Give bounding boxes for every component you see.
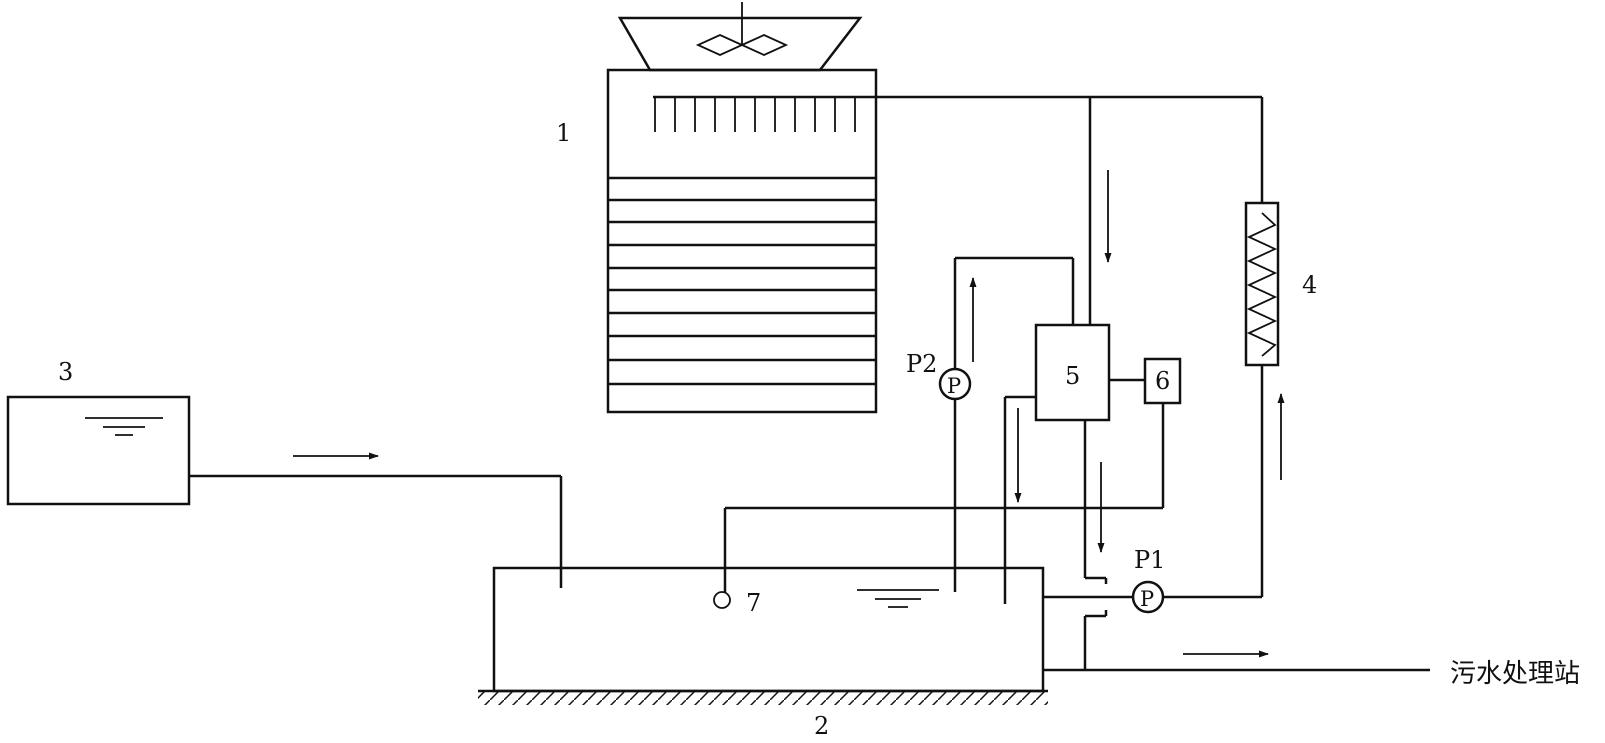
label-sensor-7: 7 — [746, 589, 761, 617]
label-unit-6: 6 — [1155, 367, 1170, 395]
label-sewage-station: 污水处理站 — [1450, 659, 1580, 689]
water-level-icon — [857, 589, 939, 608]
coil-icon — [1246, 212, 1278, 357]
water-tank — [478, 566, 1048, 705]
sensor-7 — [713, 591, 731, 609]
pump-p1-symbol: P — [1140, 587, 1154, 611]
ground-hatch-icon — [478, 691, 1048, 705]
pump-p2: P — [938, 367, 972, 401]
spray-nozzles — [653, 95, 876, 132]
flow-arrows — [293, 170, 1285, 658]
label-pump-p1: P1 — [1134, 546, 1165, 574]
makeup-tank — [6, 395, 191, 506]
label-makeup-tank: 3 — [58, 358, 73, 386]
pump-icon — [1131, 580, 1165, 614]
heat-exchanger — [1244, 201, 1280, 367]
tower-body — [606, 68, 878, 414]
pump-icon — [938, 367, 972, 401]
fan-icon — [695, 2, 789, 56]
water-level-icon — [85, 417, 163, 436]
label-unit-5: 5 — [1065, 362, 1080, 390]
cooling-tower — [606, 2, 878, 414]
pump-p2-symbol: P — [947, 374, 961, 398]
label-water-tank: 2 — [814, 712, 829, 740]
label-pump-p2: P2 — [906, 350, 937, 378]
fill-packing — [608, 176, 876, 386]
label-heat-exchanger: 4 — [1302, 271, 1317, 299]
pump-p1: P — [1131, 580, 1165, 614]
label-cooling-tower: 1 — [556, 119, 571, 147]
piping — [189, 95, 1430, 672]
